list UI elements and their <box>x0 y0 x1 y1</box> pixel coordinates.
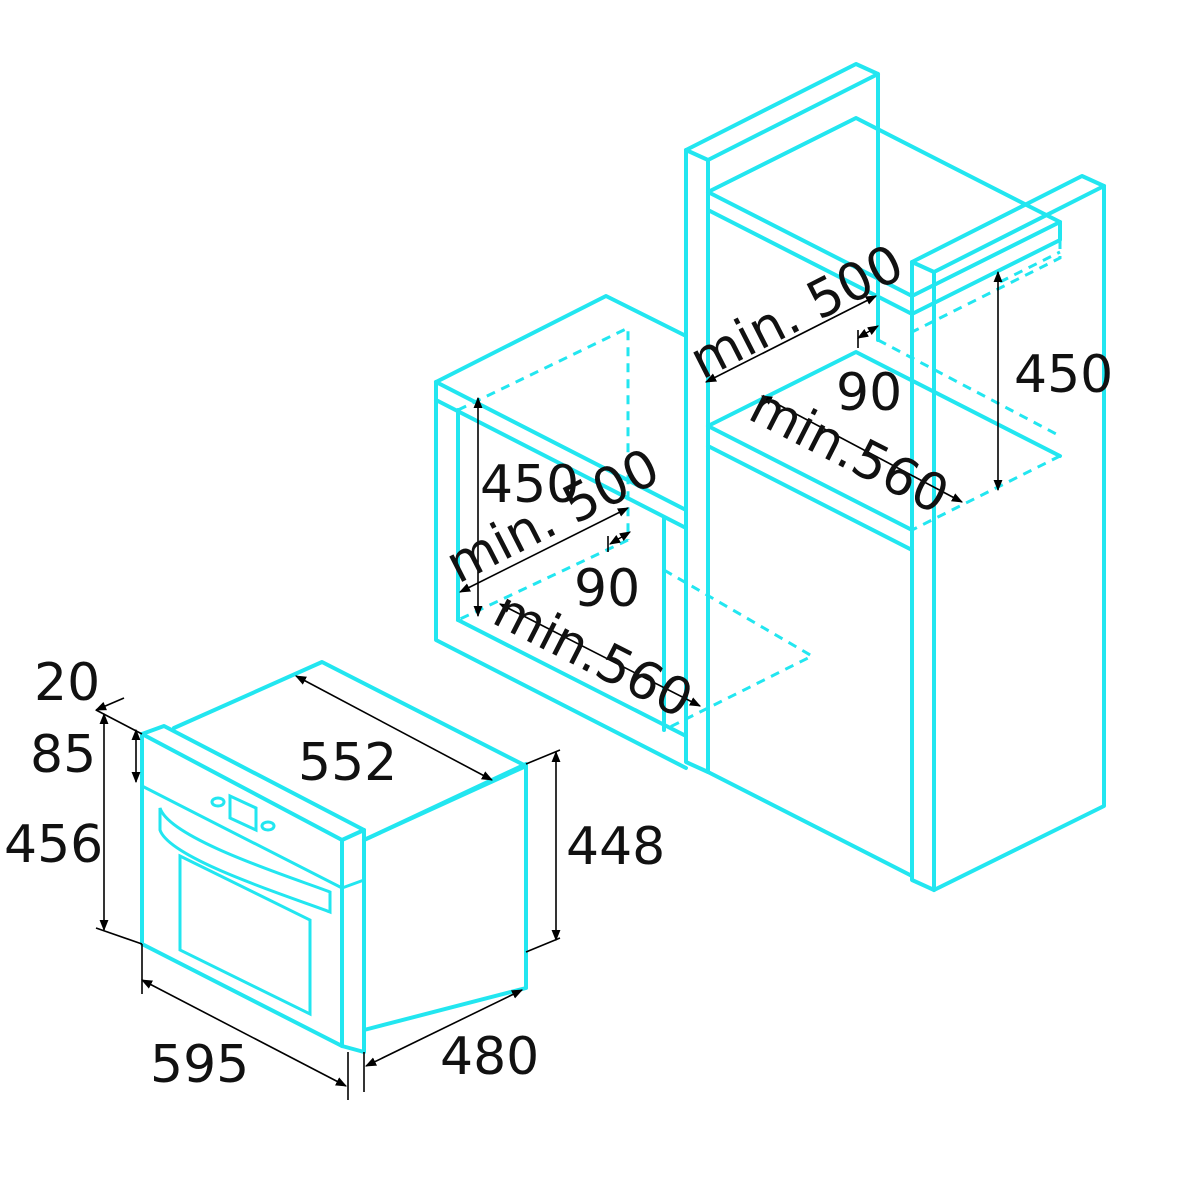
dimension-lines <box>94 270 1003 1100</box>
labels: 20 85 456 552 448 595 480 450 min. 500 9… <box>4 234 1113 1095</box>
label-oven-456: 456 <box>4 815 103 875</box>
label-oven-85: 85 <box>30 725 96 785</box>
label-tall-cabinet-450: 450 <box>1014 345 1113 405</box>
label-oven-595: 595 <box>150 1035 249 1095</box>
label-small-cabinet-450: 450 <box>480 455 579 515</box>
label-oven-552: 552 <box>298 733 397 793</box>
label-small-cabinet-90: 90 <box>574 559 640 619</box>
label-tall-cabinet-90: 90 <box>836 363 902 423</box>
label-oven-448: 448 <box>566 817 665 877</box>
label-oven-480: 480 <box>440 1027 539 1087</box>
label-oven-20: 20 <box>34 653 100 713</box>
oven <box>140 660 528 1054</box>
